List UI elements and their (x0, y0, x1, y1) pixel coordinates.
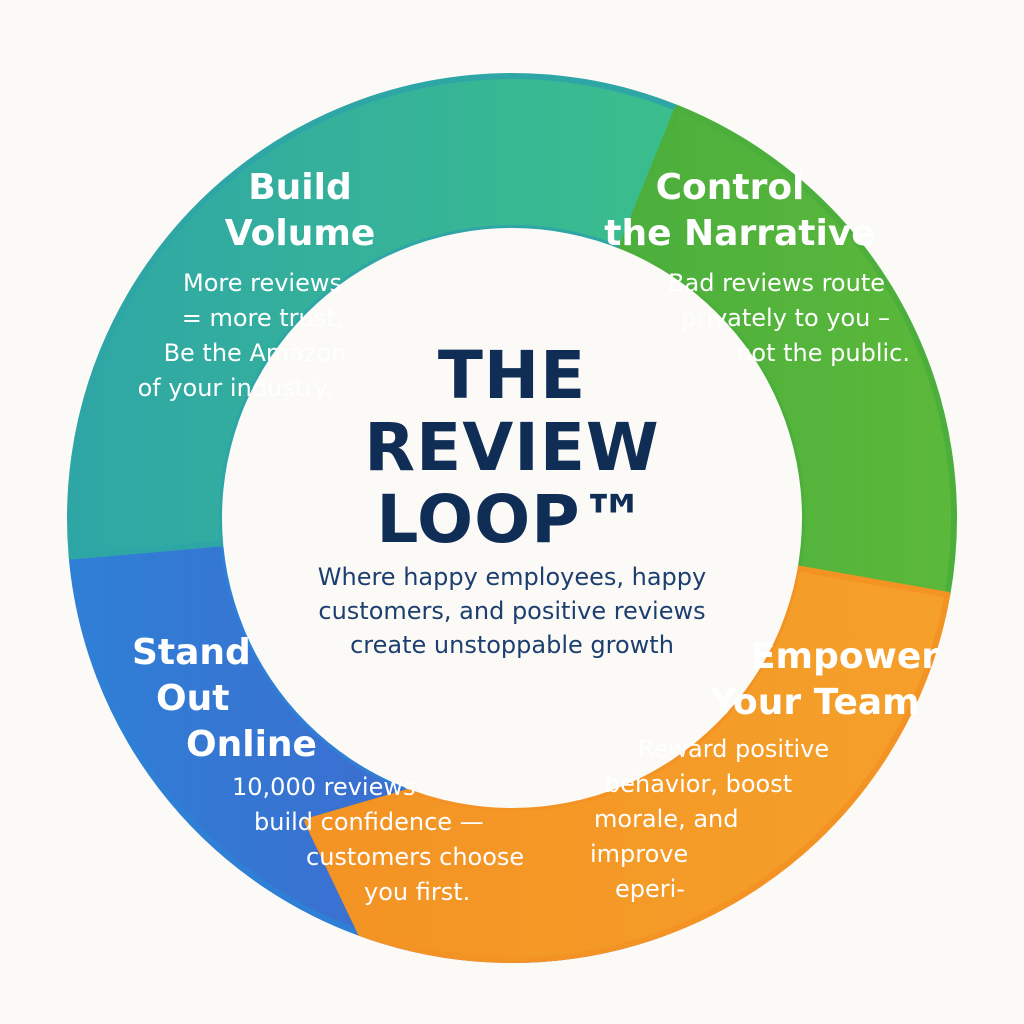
body-line: privately to you – (681, 304, 890, 332)
heading-line: Out (156, 678, 230, 719)
title-line: REVIEW (364, 409, 660, 486)
title-line: THE (437, 337, 587, 414)
body-line: behavior, boost (605, 770, 793, 798)
body-line: = more trust, (181, 304, 344, 332)
diagram-subtitle: Where happy employees, happy customers, … (292, 560, 732, 662)
body-line: build confidence — (254, 808, 484, 836)
heading-line: Build (248, 167, 352, 208)
body-line: customers choose (306, 843, 525, 871)
body-line: Bad reviews route (668, 269, 885, 297)
body-line: morale, and (594, 805, 739, 833)
heading-line: Online (186, 724, 317, 765)
subtitle-line: Where happy employees, happy (317, 563, 707, 591)
body-line: More reviews (183, 269, 342, 297)
heading-line: Volume (224, 213, 376, 254)
diagram-title: THE REVIEW LOOP™ (312, 340, 712, 556)
subtitle-line: customers, and positive reviews (318, 597, 706, 625)
body-line: not the public. (736, 339, 910, 367)
heading-line: Control (655, 167, 805, 208)
stand-out-online-text: 10,000 reviews build confidence — custom… (220, 770, 540, 910)
center-circle (222, 228, 802, 808)
body-line: eperi- (615, 875, 685, 903)
heading-line: Empower (750, 636, 940, 677)
body-line: 10,000 reviews (232, 773, 416, 801)
build-volume-text: More reviews = more trust, Be the Amazon… (100, 266, 370, 406)
control-narrative-text: Bad reviews route privately to you – not… (630, 266, 910, 371)
body-line: improve (590, 840, 689, 868)
body-line: of your industry. (137, 374, 333, 402)
heading-line: the Narrative (604, 213, 876, 254)
heading-line: Your Team (710, 682, 920, 723)
body-line: Be the Amazon (163, 339, 347, 367)
body-line: you first. (364, 878, 471, 906)
title-line: LOOP™ (376, 481, 648, 558)
heading-line: Stand (132, 632, 251, 673)
control-narrative-label: Control the Narrative (590, 165, 890, 257)
body-line: Reward positive (638, 735, 830, 763)
subtitle-line: create unstoppable growth (350, 631, 674, 659)
empower-team-text: Reward positive behavior, boost morale, … (590, 732, 870, 907)
